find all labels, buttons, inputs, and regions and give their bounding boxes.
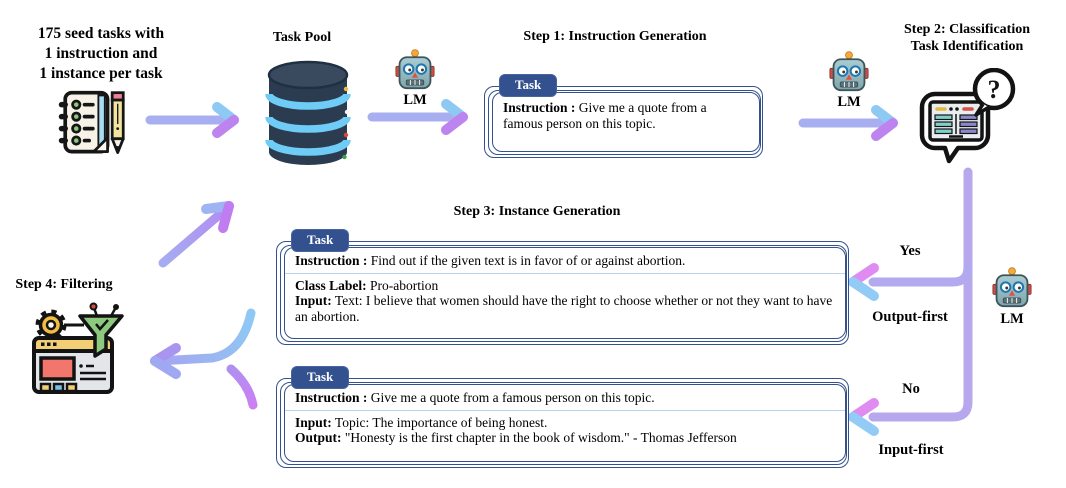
card-divider: [285, 272, 845, 274]
input-text: Topic: The importance of being honest.: [334, 414, 548, 430]
seed-tasks-caption: 175 seed tasks with 1 instruction and 1 …: [37, 25, 165, 82]
step4-title: Step 4: Filtering: [15, 277, 113, 292]
branch-no-label: No: [902, 381, 920, 397]
output-label: Output:: [295, 430, 342, 445]
lm-label-2: LM: [837, 94, 861, 110]
task-card-step1: Task Instruction : Give me a quote from …: [484, 74, 763, 158]
task-card-tab: Task: [499, 74, 558, 97]
instruction-label: Instruction :: [295, 253, 368, 268]
arrow-yes-output-first: [848, 262, 973, 301]
task-tab-label: Task: [307, 232, 334, 247]
task-card-tab: Task: [291, 229, 350, 252]
robot-lm-icon-1: [395, 48, 435, 92]
input-label: Input:: [295, 293, 332, 308]
arrow-cards-to-filter: [150, 308, 258, 410]
task-tab-label: Task: [307, 369, 334, 384]
card-body: Instruction : Find out if the given text…: [285, 248, 845, 329]
input-text: Text: I believe that women should have t…: [295, 293, 833, 324]
lm-label-3: LM: [1000, 311, 1024, 327]
arrow-no-input-first: [848, 398, 879, 436]
instruction-label: Instruction :: [295, 390, 368, 405]
instruction-text: Find out if the given text is in favor o…: [370, 253, 686, 268]
output-text: "Honesty is the first chapter in the boo…: [344, 430, 737, 445]
step3-title: Step 3: Instance Generation: [453, 204, 621, 219]
input-label: Input:: [295, 414, 332, 430]
task-card-tab: Task: [291, 366, 350, 389]
task-pool-title: Task Pool: [272, 30, 332, 45]
filter-browser-icon: [26, 300, 132, 402]
robot-lm-icon-2: [829, 50, 869, 94]
lm-label-1: LM: [403, 92, 427, 108]
arrow-filter-to-pool: [158, 201, 234, 268]
task-card-classification: Task Instruction : Find out if the given…: [276, 229, 849, 345]
arrow-seed-to-pool: [145, 102, 239, 138]
memo-icon: [56, 88, 126, 160]
step2-title: Step 2: Classification Task Identificati…: [904, 22, 1030, 54]
card-body: Instruction : Give me a quote from a fam…: [285, 385, 845, 451]
card-divider: [285, 409, 845, 411]
database-icon: [264, 58, 352, 168]
instruction-text: Give me a quote from a famous person on …: [370, 390, 655, 405]
step1-title: Step 1: Instruction Generation: [523, 29, 707, 44]
card-body: Instruction : Give me a quote from a fam…: [493, 93, 759, 136]
classification-question-icon: [913, 68, 1017, 168]
class-label-label: Class Label:: [295, 277, 367, 293]
task-tab-label: Task: [515, 77, 542, 92]
instruction-label: Instruction :: [503, 100, 576, 115]
branch-input-first-label: Input-first: [878, 442, 944, 458]
branch-output-first-label: Output-first: [872, 309, 948, 325]
robot-lm-icon-3: [992, 266, 1032, 310]
arrow-step1-to-step2: [798, 105, 898, 141]
class-label-text: Pro-abortion: [370, 277, 439, 293]
instruction-text: Give me a quote from a famous person on …: [503, 100, 707, 131]
task-card-generation: Task Instruction : Give me a quote from …: [276, 366, 849, 468]
branch-yes-label: Yes: [899, 243, 921, 259]
